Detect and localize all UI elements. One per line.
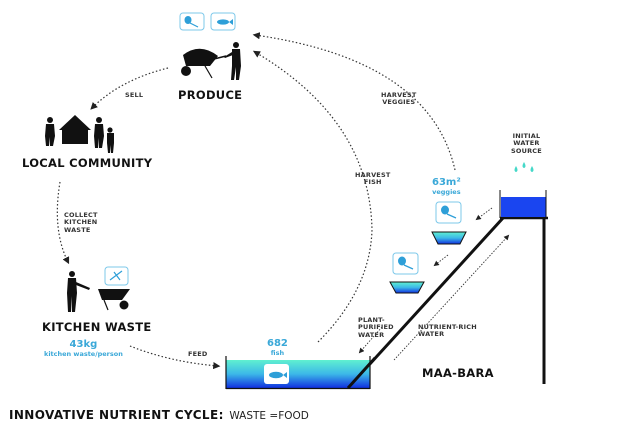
veggie-bed-upper <box>431 231 467 245</box>
veggie-bed-lower <box>389 281 425 294</box>
nutrient-rich-water-label: NUTRIENT-RICH WATER <box>418 323 477 339</box>
nutrient-up-arrow <box>393 234 510 361</box>
plant-purified-water-label: PLANT- PURIFIED WATER <box>358 316 394 339</box>
sell-arrow <box>90 67 169 110</box>
fish-tank <box>226 360 370 388</box>
house-icon <box>59 115 91 144</box>
water-drops-icon <box>514 162 534 172</box>
feed-label: FEED <box>188 350 208 358</box>
veggie-icon <box>392 252 419 275</box>
harvest-fish-label: HARVEST FISH <box>355 171 391 187</box>
diagram-caption: INNOVATIVE NUTRIENT CYCLE: WASTE =FOOD <box>9 405 309 423</box>
person-icon <box>45 117 55 146</box>
fish-stat: 682 fish <box>267 338 288 357</box>
caption-bold: INNOVATIVE NUTRIENT CYCLE: <box>9 408 224 422</box>
kitchen-waste-label: KITCHEN WASTE <box>42 320 152 334</box>
compost-icon <box>104 266 129 286</box>
fish-icon <box>210 12 236 31</box>
flow-to-top-bed <box>475 207 493 221</box>
caption-regular: WASTE =FOOD <box>229 410 309 422</box>
person-icon <box>107 127 114 153</box>
person-icon <box>67 271 90 312</box>
feed-arrow <box>129 345 221 370</box>
wheelbarrow-icon <box>98 289 130 311</box>
collect-kitchen-waste-label: COLLECT KITCHEN WASTE <box>64 211 98 234</box>
veggie-icon <box>179 12 205 31</box>
person-icon <box>94 117 104 148</box>
produce-label: PRODUCE <box>178 88 243 102</box>
person-icon <box>224 42 241 80</box>
veggies-stat: 63m² veggies <box>432 177 461 196</box>
veggie-icon <box>435 201 462 224</box>
local-community-label: LOCAL COMMUNITY <box>22 156 153 170</box>
sell-label: SELL <box>125 91 144 99</box>
flow-to-low-bed <box>433 254 449 267</box>
kitchen-waste-stat: 43kg kitchen waste/person <box>44 339 123 358</box>
harvest-veggies-arrow <box>252 32 456 171</box>
harvest-veggies-label: HARVEST VEGGIES <box>381 91 417 107</box>
initial-water-source-label: INITIAL WATER SOURCE <box>511 132 542 155</box>
harvest-fish-arrow <box>252 50 373 343</box>
maa-bara-label: MAA-BARA <box>422 366 494 380</box>
fish-icon <box>264 364 289 384</box>
collect-arrow <box>56 181 70 265</box>
wheelbarrow-icon <box>181 48 227 79</box>
flow-to-fish-tank <box>358 326 383 354</box>
initial-water-tank <box>501 197 546 217</box>
